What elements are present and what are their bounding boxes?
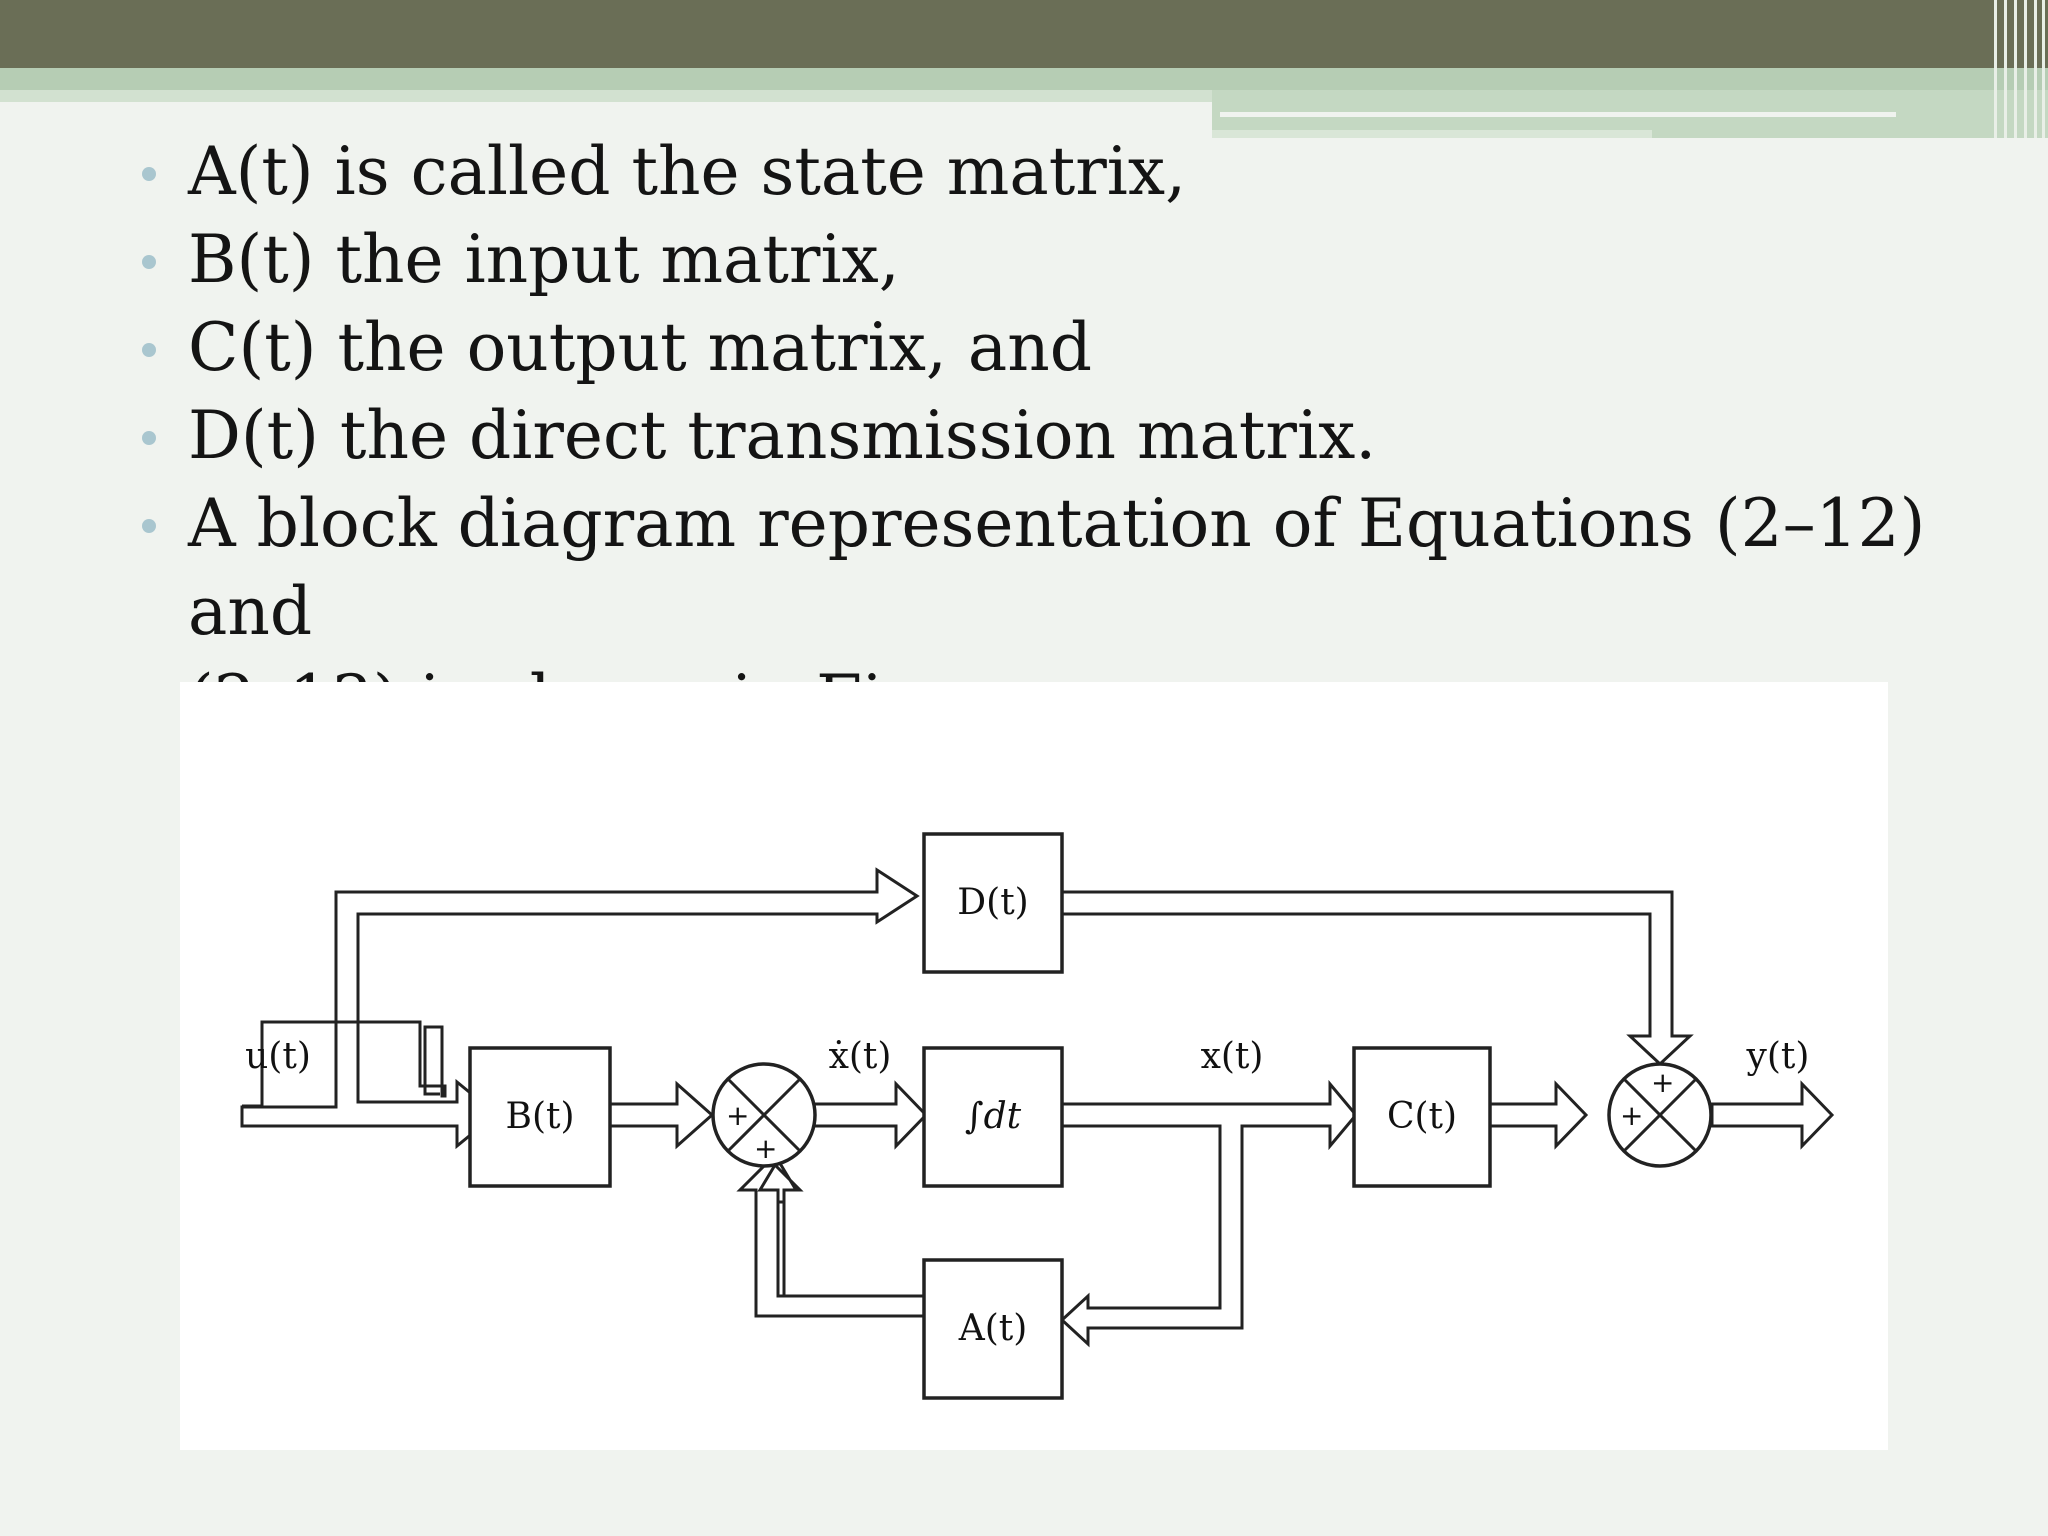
- d-block: [922, 832, 1064, 974]
- sum1-sign-bottom: +: [754, 1132, 777, 1165]
- bullet-text: C(t) the output matrix, and: [188, 309, 1092, 386]
- a-to-sum1-arrow: [736, 1157, 926, 1318]
- title-bar: [0, 0, 2048, 68]
- u-signal-label: u(t): [245, 1036, 311, 1077]
- bullet-item: C(t) the output matrix, and: [130, 304, 1930, 392]
- c-block-label: C(t): [1387, 1096, 1457, 1137]
- bullet-dot-icon: [142, 343, 156, 357]
- bullet-dot-icon: [142, 167, 156, 181]
- b-to-sum1-arrow: [608, 1080, 715, 1150]
- b-block: [468, 1046, 612, 1188]
- sum2-sign-top: +: [1651, 1066, 1674, 1099]
- a-block-label: A(t): [958, 1308, 1028, 1349]
- a-block: [922, 1258, 1064, 1400]
- bullet-text: A block diagram representation of Equati…: [188, 485, 1926, 650]
- bullet-text: A(t) is called the state matrix,: [188, 133, 1187, 210]
- int-to-c-arrow: [1059, 1079, 1358, 1348]
- bullet-text: B(t) the input matrix,: [188, 221, 900, 298]
- block-diagram: + + + + D(t) B(t) ∫dt C(t) A(t) u(t) ẋ(t…: [240, 832, 1835, 1400]
- x-signal-label: x(t): [1201, 1036, 1264, 1077]
- bullet-item: B(t) the input matrix,: [130, 216, 1930, 304]
- output-arrow: [1710, 1080, 1835, 1150]
- header-band-lower: [1212, 130, 1652, 138]
- sum2-junction: + +: [1607, 1062, 1713, 1168]
- sum2-sign-left: +: [1620, 1099, 1643, 1132]
- c-block: [1352, 1046, 1492, 1188]
- corner-stripes: [1988, 0, 2048, 138]
- block-diagram-figure: + + + + D(t) B(t) ∫dt C(t) A(t) u(t) ẋ(t…: [180, 682, 1888, 1450]
- bullet-dot-icon: [142, 519, 156, 533]
- d-block-label: D(t): [957, 882, 1028, 923]
- header-band: [0, 68, 2048, 90]
- bullet-list: A(t) is called the state matrix, B(t) th…: [130, 128, 1930, 744]
- sum1-sign-left: +: [726, 1099, 749, 1132]
- bullet-dot-icon: [142, 431, 156, 445]
- sum1-junction: + +: [711, 1062, 817, 1168]
- y-signal-label: y(t): [1746, 1036, 1810, 1077]
- xdot-signal-label: ẋ(t): [829, 1036, 892, 1077]
- d-to-sum2-arrow: [1060, 890, 1694, 1067]
- header-band-line: [1220, 112, 1896, 117]
- integrator-block: [922, 1046, 1064, 1188]
- c-to-sum2-arrow: [1488, 1080, 1589, 1150]
- u-arrow-top: [240, 867, 920, 1150]
- bullet-dot-icon: [142, 255, 156, 269]
- bullet-text: D(t) the direct transmission matrix.: [188, 397, 1377, 474]
- integrator-label: ∫dt: [965, 1096, 1022, 1137]
- bullet-item: D(t) the direct transmission matrix.: [130, 392, 1930, 480]
- header-band-left: [0, 90, 1212, 102]
- b-block-label: B(t): [505, 1096, 574, 1137]
- bullet-item: A(t) is called the state matrix,: [130, 128, 1930, 216]
- sum1-to-int-arrow: [812, 1080, 929, 1150]
